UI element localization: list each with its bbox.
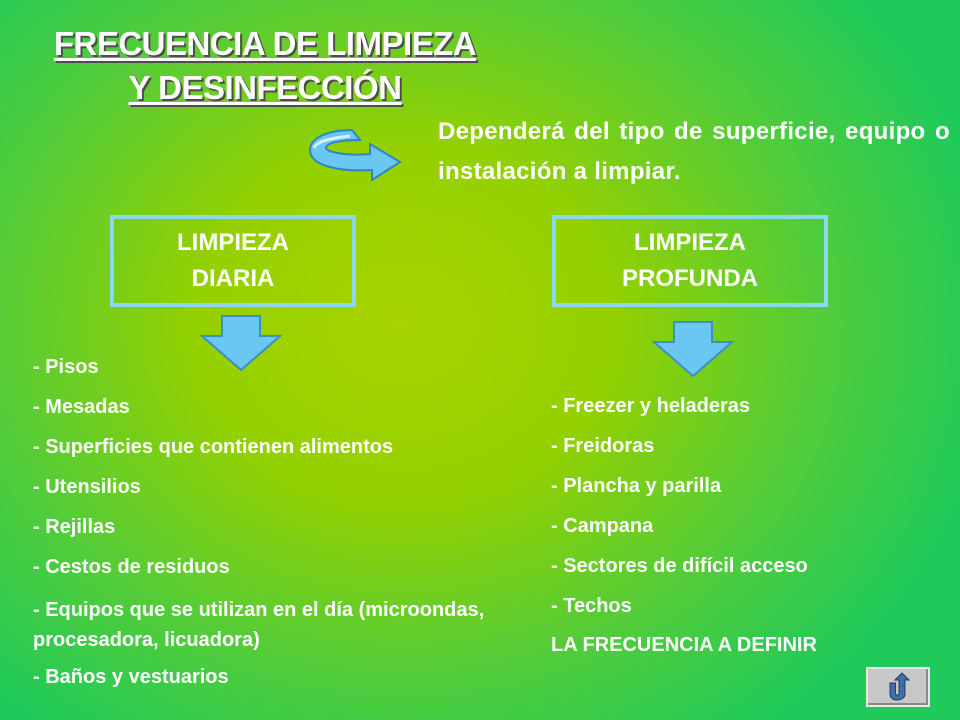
daily-items-list: - Pisos - Mesadas - Superficies que cont…: [33, 355, 533, 705]
list-item: - Plancha y parilla: [551, 475, 722, 497]
list-item: - Utensilios: [33, 476, 141, 498]
daily-heading-line-2: DIARIA: [191, 265, 275, 292]
curved-arrow-icon: [308, 128, 402, 182]
down-arrow-icon: [652, 321, 734, 378]
list-item: - Techos: [551, 595, 632, 617]
list-item: - Sectores de difícil acceso: [551, 555, 808, 577]
list-item: - Rejillas: [33, 516, 116, 538]
deep-heading-line-1: LIMPIEZA: [634, 229, 746, 256]
title-line-1: FRECUENCIA DE LIMPIEZA: [53, 25, 477, 62]
list-item: - Cestos de residuos: [33, 556, 230, 578]
daily-heading-line-1: LIMPIEZA: [177, 229, 289, 256]
return-arrow-icon: [889, 672, 911, 701]
list-item: - Freidoras: [551, 435, 655, 457]
list-item: - Equipos que se utilizan en el día (mic…: [33, 599, 485, 651]
list-item: - Freezer y heladeras: [551, 395, 750, 417]
list-item: - Campana: [551, 515, 654, 537]
list-item: - Baños y vestuarios: [33, 666, 229, 688]
deep-heading-line-2: PROFUNDA: [622, 265, 758, 292]
frequency-note: LA FRECUENCIA A DEFINIR: [551, 634, 817, 656]
intro-text: Dependerá del tipo de superficie, equipo…: [438, 118, 950, 185]
deep-items-list: - Freezer y heladeras - Freidoras - Plan…: [551, 394, 931, 634]
list-item: - Superficies que contienen alimentos: [33, 436, 394, 458]
list-item: - Mesadas: [33, 396, 130, 418]
return-button[interactable]: [866, 667, 930, 707]
daily-cleaning-box: LIMPIEZA DIARIA: [110, 215, 356, 307]
down-arrow-icon: [200, 315, 282, 372]
list-item: - Pisos: [33, 356, 99, 378]
deep-cleaning-box: LIMPIEZA PROFUNDA: [552, 215, 828, 307]
page-title: FRECUENCIA DE LIMPIEZA Y DESINFECCIÓN: [20, 22, 510, 110]
title-line-2: Y DESINFECCIÓN: [128, 69, 402, 106]
